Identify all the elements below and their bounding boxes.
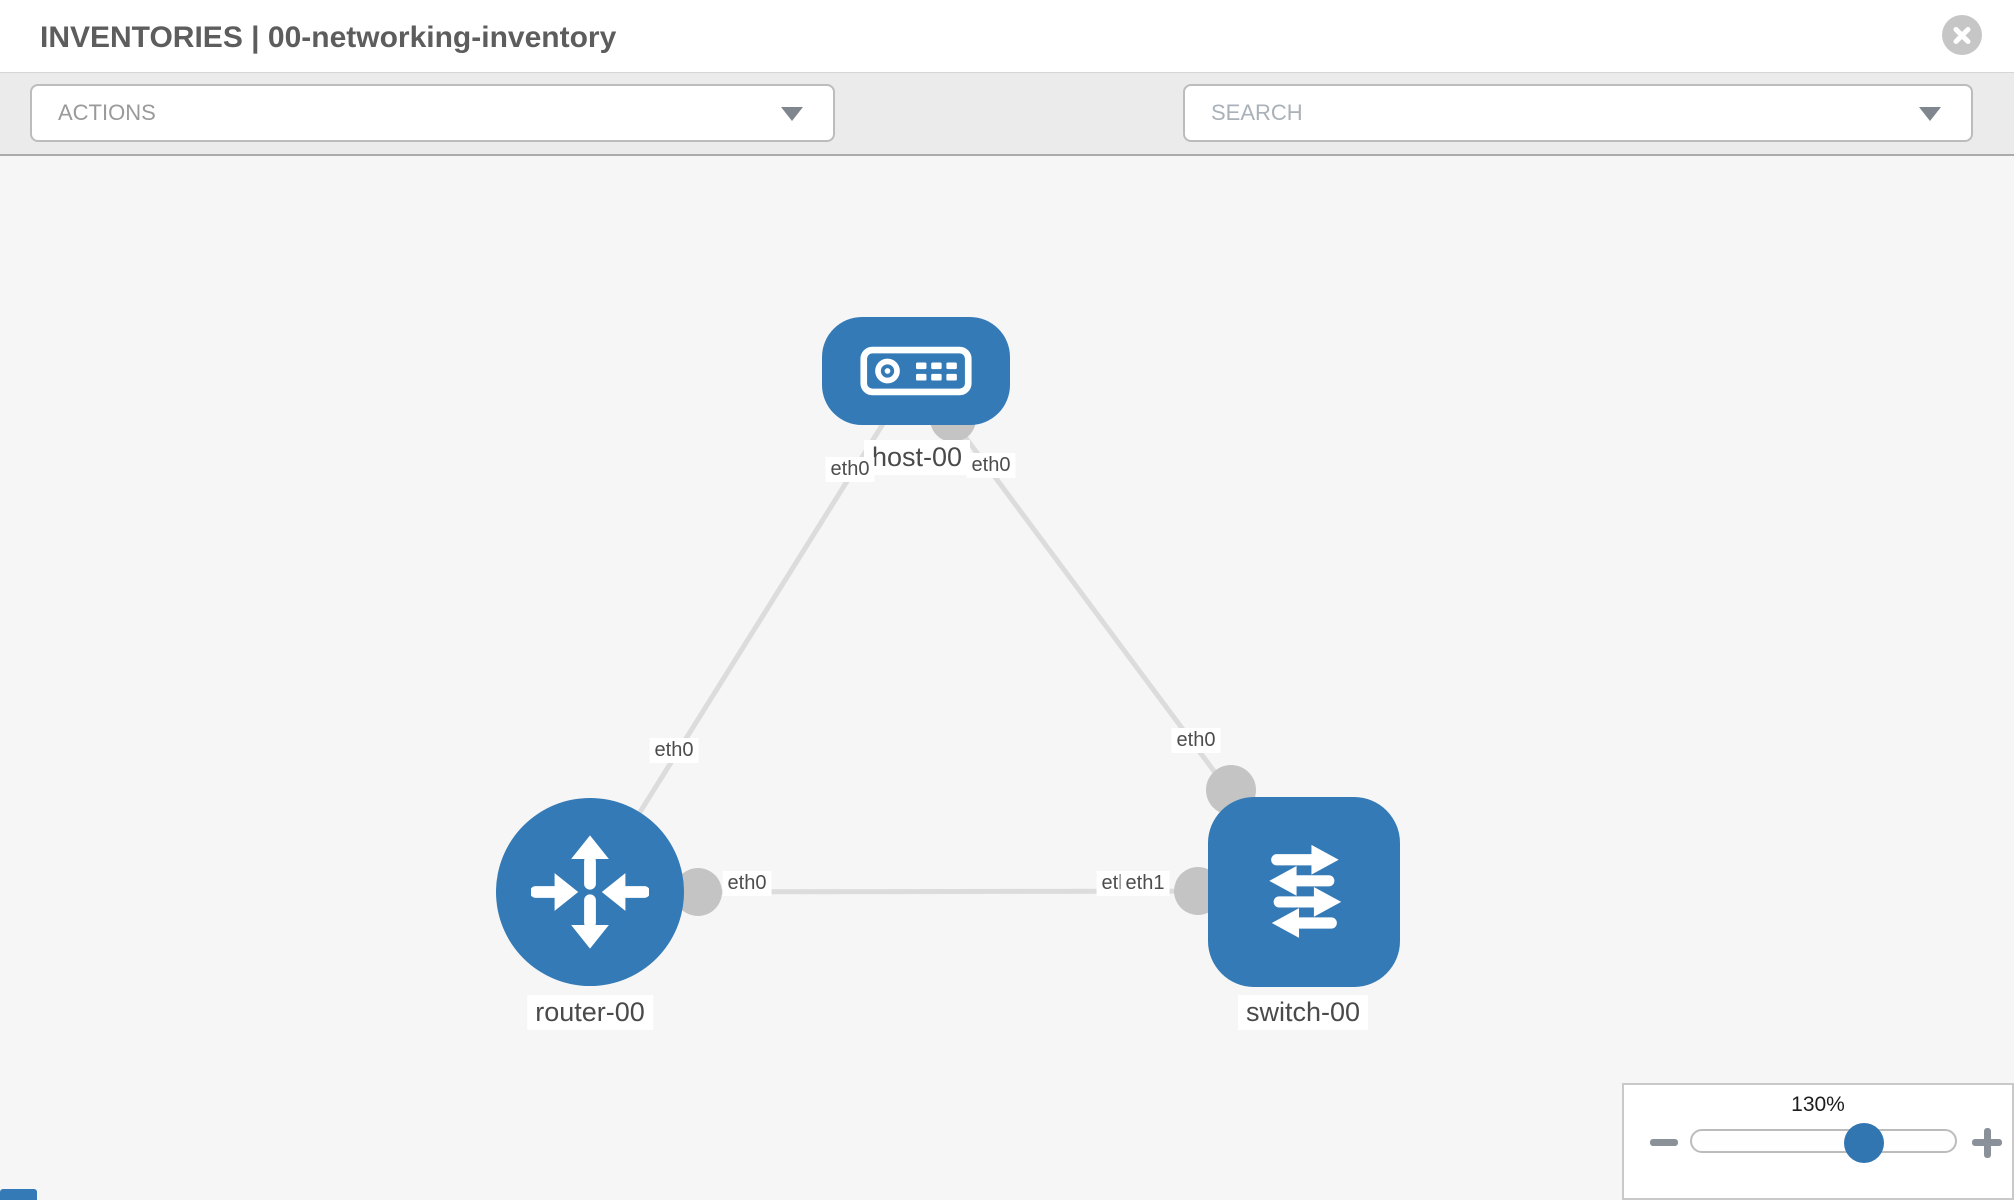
- interface-label: eth0: [722, 871, 772, 896]
- clipped-node-fragment: [0, 1189, 37, 1200]
- zoom-in-plus-icon[interactable]: [1972, 1127, 2002, 1158]
- switch-icon: [1269, 844, 1342, 938]
- panel-header: INVENTORIES | 00-networking-inventory: [0, 0, 2014, 72]
- topology-graph: [587, 369, 1307, 916]
- zoom-control-panel: 130%: [1622, 1083, 2014, 1200]
- search-placeholder: SEARCH: [1211, 100, 1303, 125]
- interface-label: eth0: [649, 738, 699, 763]
- node-label-switch: switch-00: [1237, 995, 1369, 1030]
- interface-label: eth0: [1171, 728, 1221, 753]
- zoom-slider-thumb[interactable]: [1844, 1123, 1884, 1163]
- zoom-slider-track[interactable]: [1690, 1129, 1957, 1153]
- interface-label: eth1: [1120, 871, 1170, 896]
- interface-port-router: [674, 868, 722, 916]
- actions-dropdown[interactable]: ACTIONS: [30, 84, 835, 142]
- topology-canvas[interactable]: host-00 router-00 switch-00 eth0 eth0 et…: [0, 156, 2014, 1200]
- node-router-00[interactable]: [496, 798, 684, 986]
- node-label-host: host-00: [863, 440, 971, 475]
- node-host-00[interactable]: [822, 317, 1010, 425]
- host-server-icon: [860, 346, 972, 396]
- search-dropdown[interactable]: SEARCH: [1183, 84, 1973, 142]
- zoom-level-label: 130%: [1791, 1093, 1845, 1116]
- chevron-down-icon: [1919, 107, 1941, 121]
- node-label-router: router-00: [527, 995, 653, 1030]
- interface-label: eth0: [966, 453, 1016, 478]
- chevron-down-icon: [781, 107, 803, 121]
- page-title: INVENTORIES | 00-networking-inventory: [40, 21, 617, 54]
- node-switch-00[interactable]: [1208, 797, 1400, 987]
- zoom-out-minus-icon[interactable]: [1650, 1139, 1678, 1146]
- actions-dropdown-label: ACTIONS: [58, 100, 156, 125]
- router-icon: [531, 835, 649, 949]
- interface-label: eth0: [825, 457, 875, 482]
- toolbar: ACTIONS SEARCH: [0, 72, 2014, 203]
- close-button[interactable]: [1942, 15, 1982, 55]
